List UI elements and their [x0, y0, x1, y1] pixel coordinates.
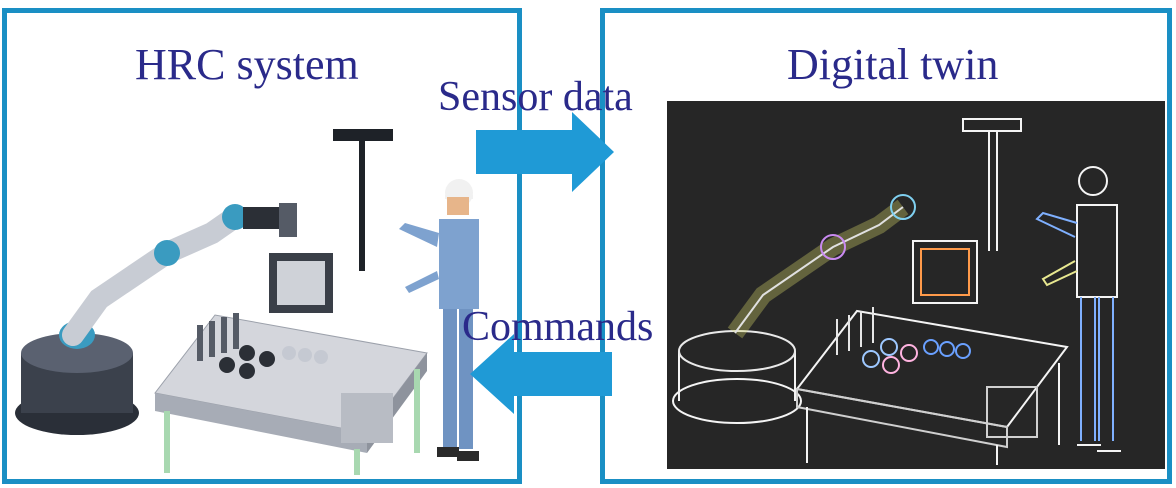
sensor-data-arrow — [476, 112, 614, 192]
hrc-system-title: HRC system — [135, 40, 359, 89]
commands-label: Commands — [462, 304, 654, 350]
digital-twin-panel: Digital twin — [600, 8, 1172, 484]
digital-twin-title: Digital twin — [787, 40, 999, 89]
commands-arrow — [470, 334, 612, 414]
hrc-system-panel: HRC system — [2, 8, 522, 484]
hrc-workcell-illustration — [15, 129, 479, 475]
sensor-data-label: Sensor data — [438, 74, 633, 120]
digital-twin-render — [667, 101, 1165, 469]
